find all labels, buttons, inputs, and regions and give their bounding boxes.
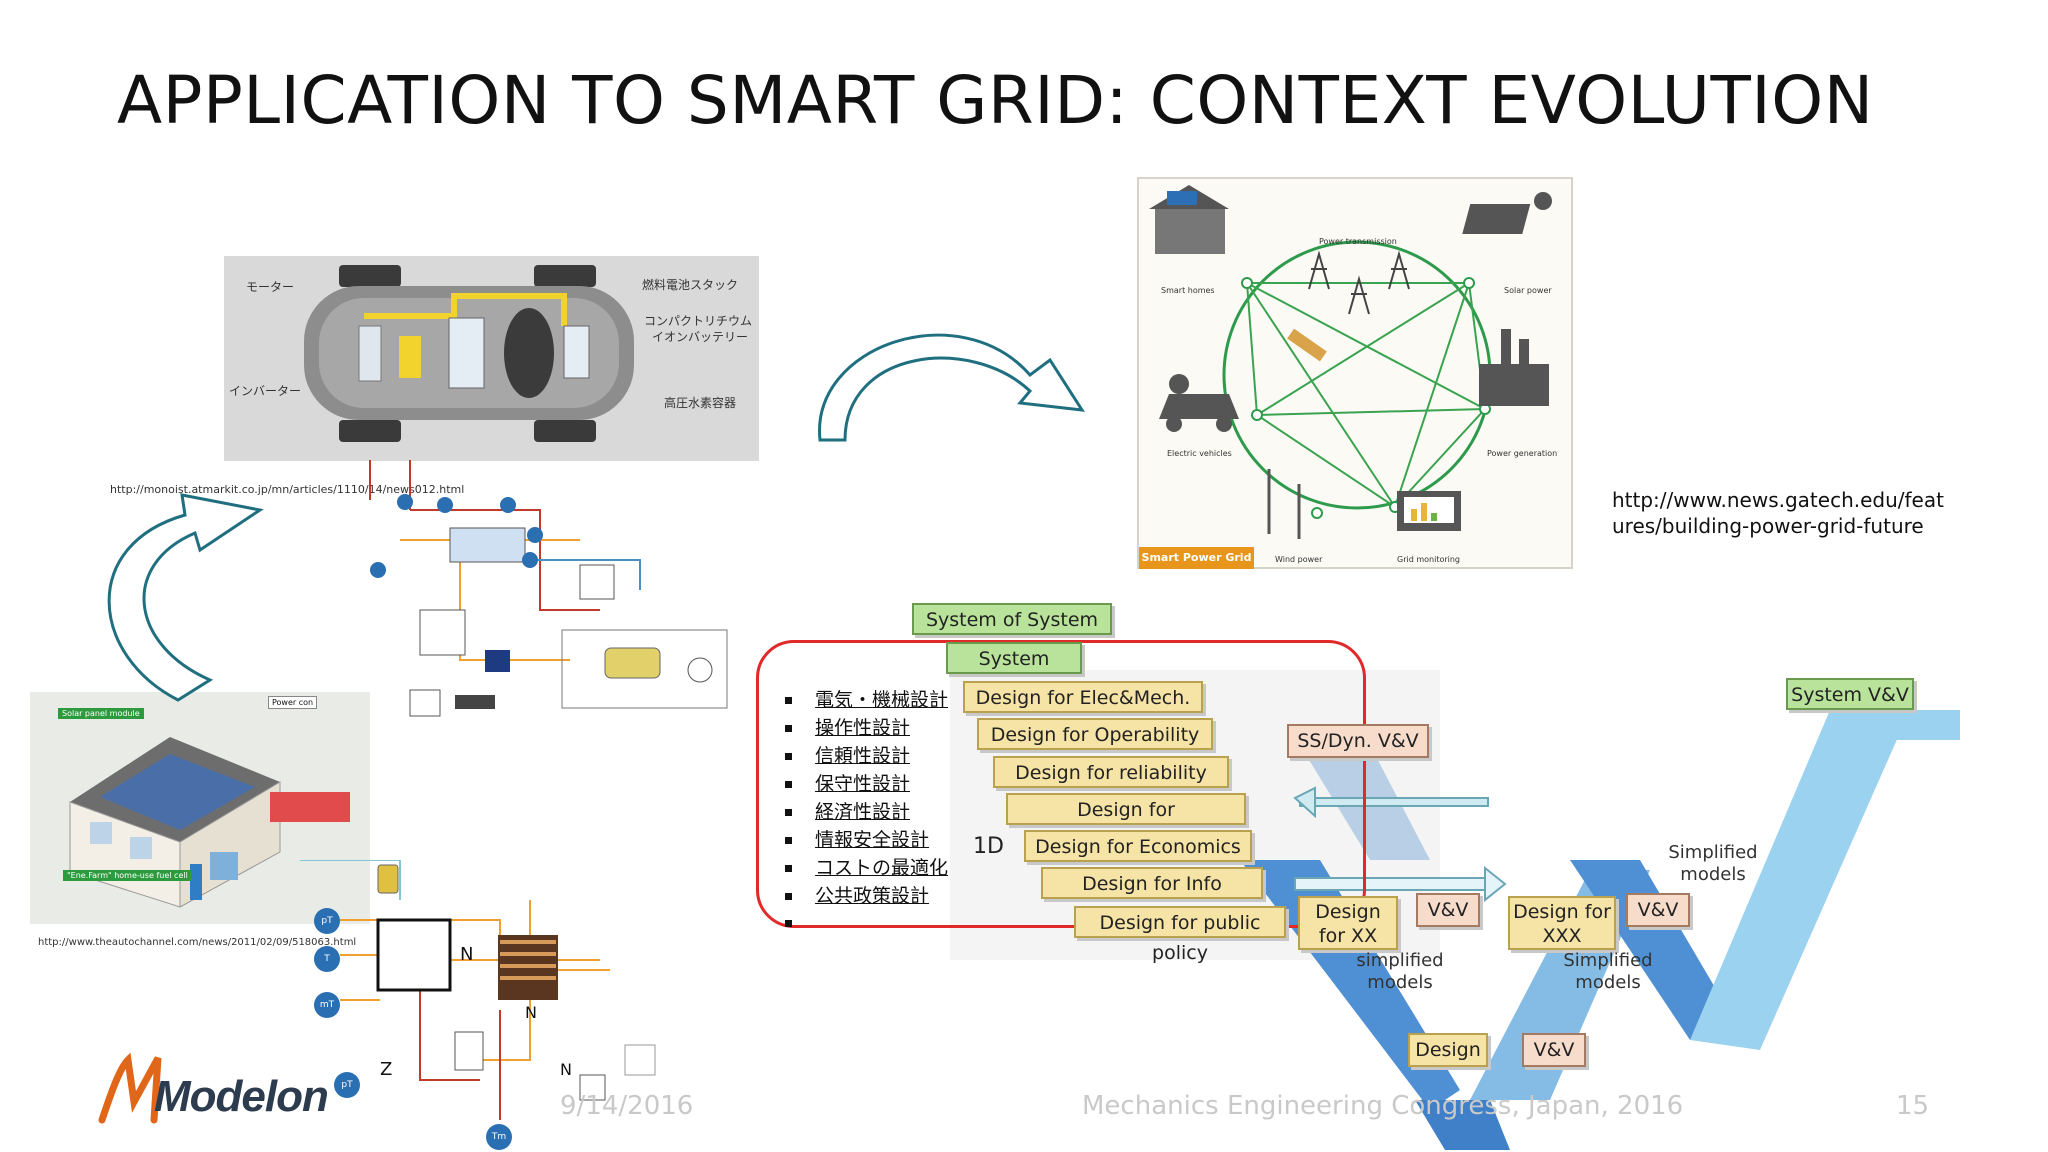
label-wind-power: Wind power [1275,555,1323,564]
node-pt2-icon: pT [334,1072,360,1098]
system-reqs-box: System REQs: [946,642,1082,700]
smart-grid-graphic [1149,185,1552,539]
bullet-7 [785,865,792,872]
label-ion-battery: イオンバッテリー [652,330,749,344]
smart-grid-figure: Power transmission Smart homes Solar pow… [1137,177,1573,569]
label-fuel-cell-stack: 燃料電池スタック [642,278,739,292]
label-electric-vehicles: Electric vehicles [1167,449,1232,458]
label-power-transmission: Power transmission [1319,237,1397,246]
jp-item-8: 公共政策設計 [815,885,930,907]
svg-text:N: N [525,1003,537,1022]
svg-text:N: N [560,1060,572,1079]
house-source-url: http://www.theautochannel.com/news/2011/… [38,937,357,948]
fuel-cell-car-figure: モーター インバーター 燃料電池スタック コンパクトリチウム イオンバッテリー … [224,256,759,461]
bullet-3 [785,753,792,760]
curved-arrow-left-icon [107,493,264,702]
jp-item-6: 情報安全設計 [815,829,930,851]
modelon-logo: Modelon [98,1050,329,1126]
jp-item-7: コストの最適化 [815,857,949,879]
grid-model-schematic: N N N Z [300,860,656,1120]
slide-title: APPLICATION TO SMART GRID: CONTEXT EVOLU… [117,62,1874,139]
bullet-9 [785,920,792,927]
design-elec-mech-box: Design for Elec&Mech. [963,681,1203,713]
label-inverter: インバーター [229,384,302,398]
simplified-models-label-2: Simplified models [1563,950,1653,993]
modelon-m-logo-icon [98,1052,162,1124]
vv-box-2: V&V [1626,893,1690,927]
curved-arrow-right-icon [818,333,1085,442]
vv-box-3: V&V [1522,1033,1586,1067]
jp-item-4: 保守性設計 [815,773,911,795]
design-reliability-box: Design for reliability [993,756,1229,788]
footer-event: Mechanics Engineering Congress, Japan, 2… [1082,1091,1684,1121]
smart-grid-source-url: http://www.news.gatech.edu/features/buil… [1612,488,1944,538]
label-ene-farm: "Ene.Farm" home-use fuel cell [63,870,192,881]
jp-item-1: 電気・機械設計 [815,689,949,711]
node-pt1-icon: pT [314,908,340,934]
bullet-4 [785,781,792,788]
requirements-highlight-box [756,640,1366,928]
label-motor: モーター [246,280,295,294]
node-t-icon: T [314,946,340,972]
design-info-security-box: Design for Info security [1041,867,1263,925]
system-vv-box: System V&V [1786,678,1914,710]
design-maintainability-box: Design for Maintainability [1006,793,1246,851]
system-of-system-box: System of System [912,603,1112,635]
svg-text:N: N [460,944,473,965]
design-for-xx-box: Design for XX [1298,896,1398,950]
design-public-policy-box: Design for public policy [1074,906,1286,964]
ss-dyn-vv-box: SS/Dyn. V&V [1287,724,1429,758]
modelon-logo-text: Modelon [154,1072,329,1121]
jp-item-3: 信頼性設計 [815,745,911,767]
bullet-5 [785,809,792,816]
footer-date: 9/14/2016 [560,1091,694,1121]
car-diagram-graphic [304,265,634,442]
label-solar-power: Solar power [1504,286,1552,295]
bullet-1 [785,697,792,704]
label-solar-panel: Solar panel module [58,708,144,719]
jp-item-2: 操作性設計 [815,717,911,739]
smart-power-grid-badge: Smart Power Grid [1139,547,1254,569]
jp-item-5: 経済性設計 [815,801,911,823]
bullet-6 [785,837,792,844]
node-mt-icon: mT [314,992,340,1018]
node-tm-icon: Tm [486,1124,512,1150]
design-box: Design [1408,1033,1488,1067]
label-power-generation: Power generation [1487,449,1558,458]
bullet-2 [785,725,792,732]
label-hydrogen-tank: 高圧水素容器 [664,396,737,410]
label-1d: 1D [973,834,1004,859]
design-economics-box: Design for Economics [1024,830,1252,862]
bullet-8 [785,893,792,900]
label-compact-lithium: コンパクトリチウム [644,314,753,328]
vehicle-model-schematic [369,460,728,717]
simplified-models-label-3: Simplified models [1668,842,1758,885]
house-energy-figure: Solar panel module Power con "Ene.Farm" … [30,692,370,924]
simplified-models-label-1: simplified models [1356,950,1444,993]
page-number: 15 [1896,1091,1930,1121]
design-for-xxx-box: Design for XXX [1508,896,1616,950]
vv-box-1: V&V [1416,893,1480,927]
svg-text:Z: Z [380,1059,392,1080]
label-power-con: Power con [268,696,318,709]
design-operability-box: Design for Operability [977,718,1213,750]
label-smart-homes: Smart homes [1161,286,1215,295]
label-grid-monitoring: Grid monitoring [1397,555,1461,564]
